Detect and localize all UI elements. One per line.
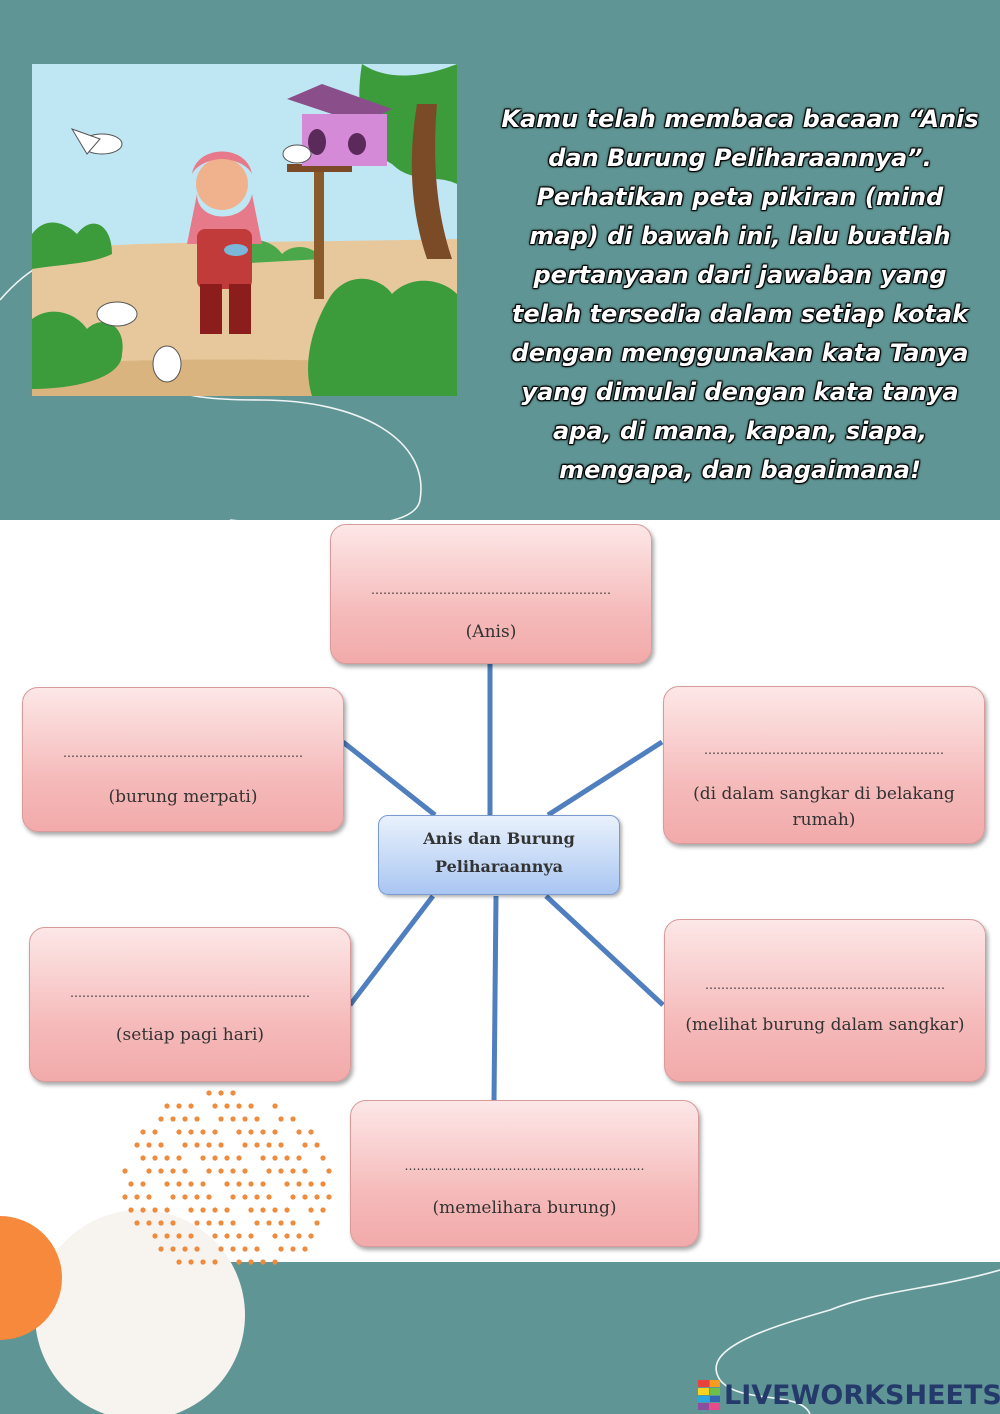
answer-text: (di dalam sangkar di belakang rumah) xyxy=(693,784,955,830)
answer-box-who: …………………………………………………… (Anis) xyxy=(330,524,652,664)
answer-text: (melihat burung dalam sangkar) xyxy=(685,1015,965,1035)
center-topic-line-1: Anis dan Burung xyxy=(423,829,575,848)
liveworksheets-logo: LIVEWORKSHEETS xyxy=(698,1378,1000,1412)
answer-blank-line[interactable]: …………………………………………………… xyxy=(705,978,945,992)
answer-box-what: …………………………………………………… (burung merpati) xyxy=(22,687,344,832)
answer-box-when: …………………………………………………… (setiap pagi hari) xyxy=(29,927,351,1082)
answer-box-where: …………………………………………………… (di dalam sangkar d… xyxy=(663,686,985,844)
answer-text: (setiap pagi hari) xyxy=(115,1025,265,1045)
center-topic-line-2: Peliharaannya xyxy=(434,857,564,876)
answer-blank-line[interactable]: …………………………………………………… xyxy=(404,1159,645,1173)
girl-feeding-pigeons-image xyxy=(32,64,457,396)
mind-map-center-topic: Anis dan Burung Peliharaannya xyxy=(378,815,620,895)
answer-text: (burung merpati) xyxy=(108,787,258,807)
instructions-text: Kamu telah membaca bacaan “Anis dan Buru… xyxy=(501,105,979,484)
answer-blank-line[interactable]: …………………………………………………… xyxy=(70,986,310,1000)
story-illustration xyxy=(32,64,457,396)
answer-box-why: …………………………………………………… (melihat burung dal… xyxy=(664,919,986,1082)
answer-blank-line[interactable]: …………………………………………………… xyxy=(63,746,303,760)
answer-text: (Anis) xyxy=(465,622,517,642)
answer-box-how: …………………………………………………… (memelihara burung) xyxy=(350,1100,699,1247)
answer-text: (memelihara burung) xyxy=(432,1198,617,1218)
answer-blank-line[interactable]: …………………………………………………… xyxy=(371,583,611,597)
logo-text: LIVEWORKSHEETS xyxy=(724,1379,1000,1411)
answer-blank-line[interactable]: …………………………………………………… xyxy=(704,743,944,757)
logo-mark-icon xyxy=(698,1380,720,1410)
orange-dot-pattern xyxy=(122,1090,332,1265)
